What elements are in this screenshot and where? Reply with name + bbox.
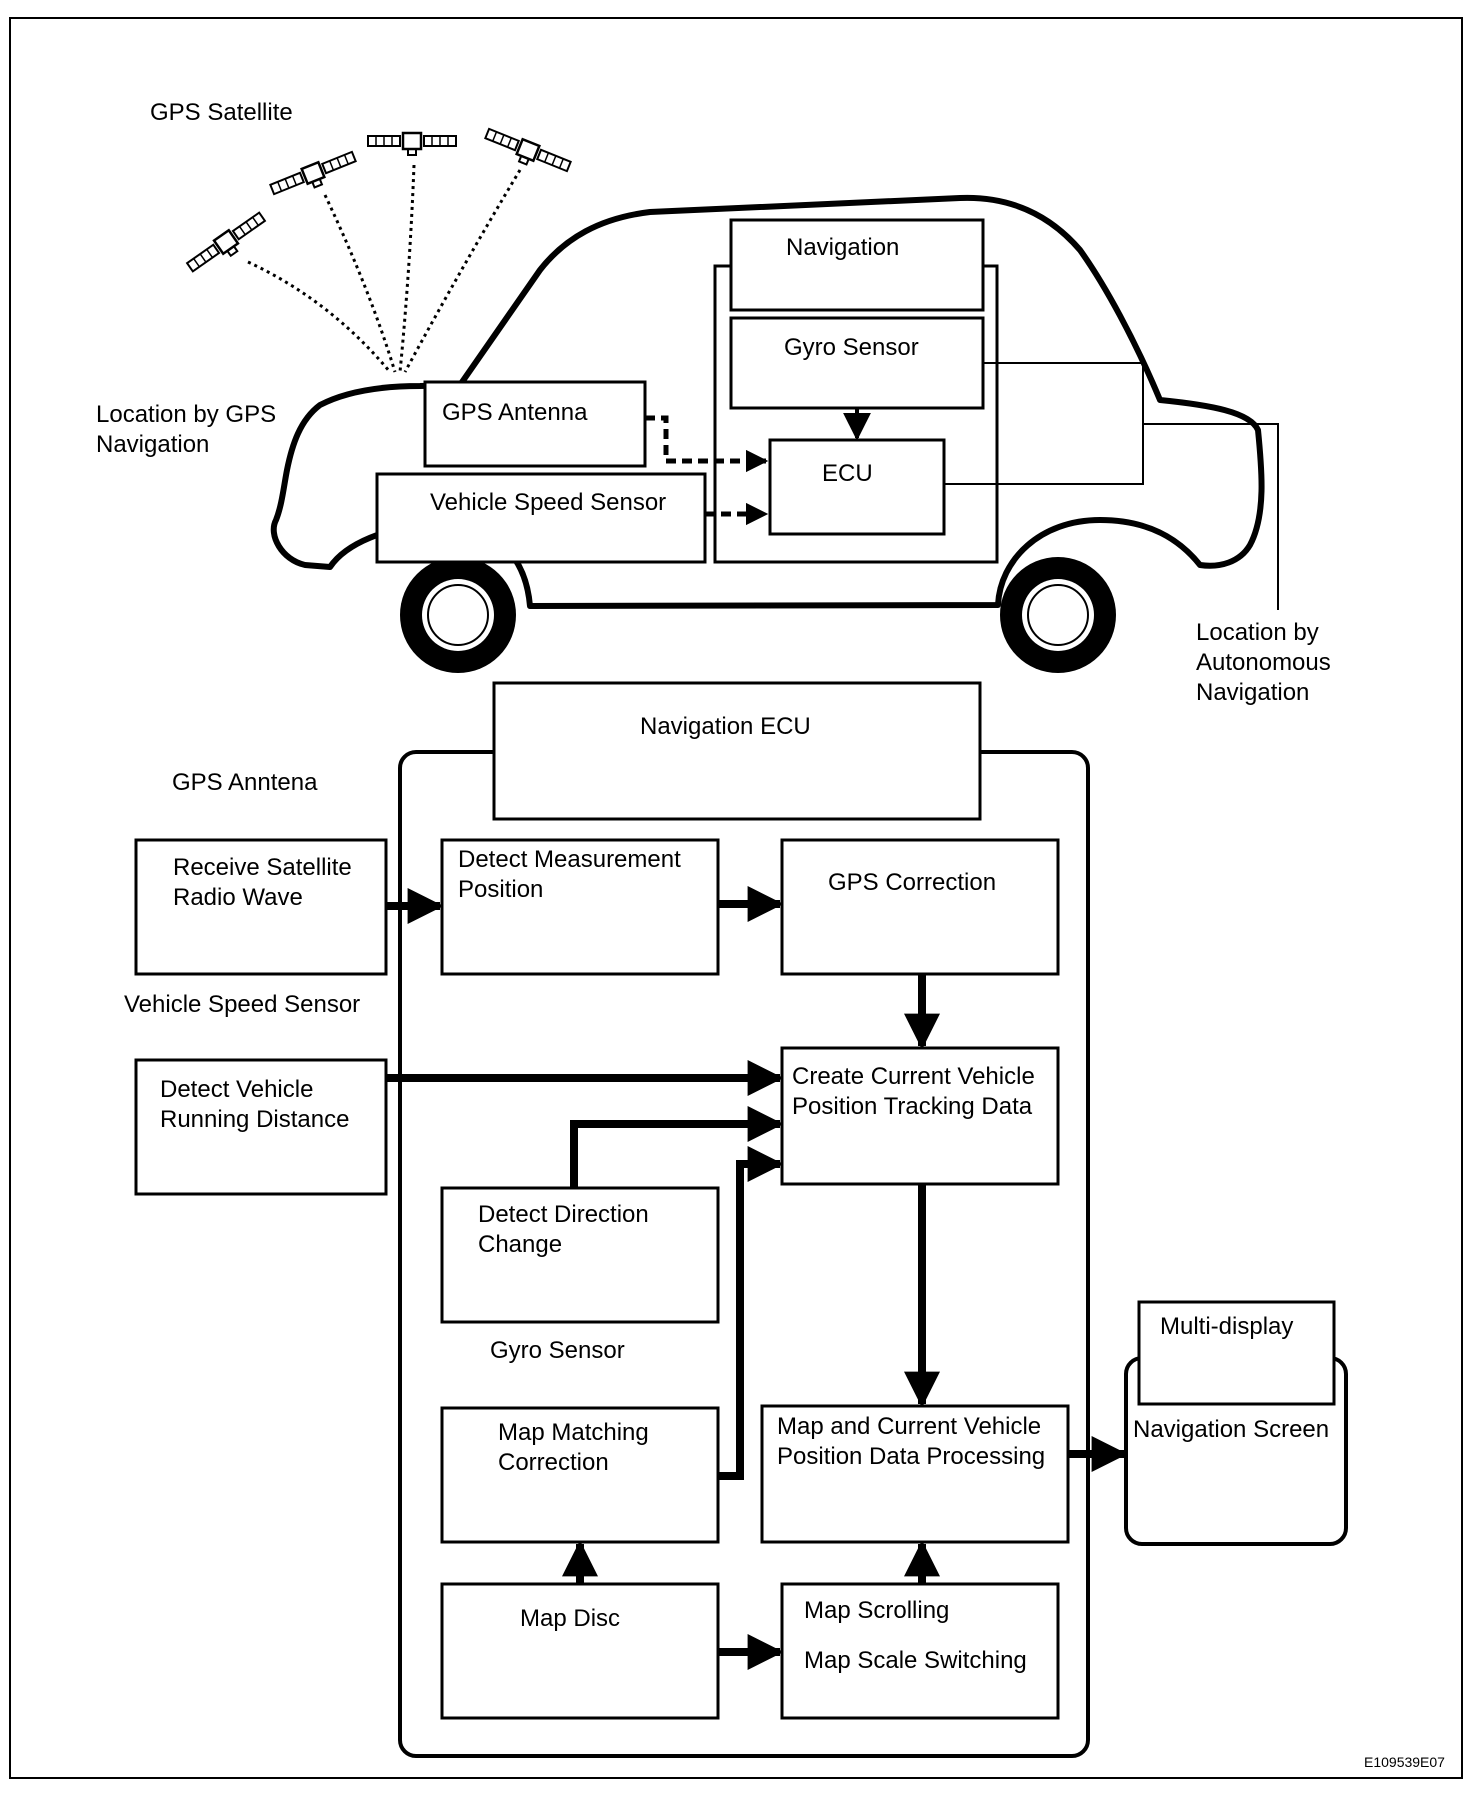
satellite-icon: [267, 147, 361, 204]
receive-satellite-line2: Radio Wave: [173, 884, 303, 911]
figure-id: E109539E07: [1364, 1754, 1445, 1770]
arrow-direction-to-tracking: [570, 1106, 784, 1188]
front-wheel: [1000, 557, 1116, 673]
gps-correction-label: GPS Correction: [828, 869, 997, 896]
create-tracking-line2: Position Tracking Data: [792, 1093, 1033, 1120]
vehicle-speed-sensor-label: Vehicle Speed Sensor: [430, 489, 667, 516]
radio-wave: [403, 169, 522, 373]
arrow-gps-antenna-to-ecu: [645, 415, 769, 473]
detect-measurement-box: [440, 838, 720, 976]
detect-direction-box: [440, 1186, 720, 1324]
map-matching-line2: Correction: [498, 1449, 609, 1476]
gps-antenna-box: [423, 380, 647, 468]
gyro-sensor-label: Gyro Sensor: [784, 334, 919, 361]
vehicle-speed-sensor-box: [375, 472, 707, 564]
multi-display-label: Multi-display: [1160, 1313, 1294, 1340]
rear-wheel: [400, 557, 516, 673]
navigation-box: [729, 218, 985, 312]
radio-wave: [398, 164, 416, 373]
gyro-sensor-box: [729, 316, 985, 410]
gps-satellite-label: GPS Satellite: [150, 99, 293, 126]
gps-anntena-label: GPS Anntena: [172, 769, 318, 796]
map-disc-box: [440, 1582, 720, 1720]
radio-wave: [247, 260, 392, 373]
detect-measurement-line2: Position: [458, 876, 544, 903]
location-autonomous-line3: Navigation: [1196, 679, 1310, 706]
satellite-icon: [366, 131, 458, 157]
detect-direction-line1: Detect Direction: [478, 1201, 649, 1228]
map-scale-label: Map Scale Switching: [804, 1647, 1027, 1674]
receive-satellite-box: [134, 838, 388, 976]
location-gps-label-line1: Location by GPS: [96, 401, 277, 428]
satellite-icon: [184, 208, 272, 280]
navigation-ecu-label: Navigation ECU: [640, 713, 811, 740]
gps-antenna-label: GPS Antenna: [442, 399, 588, 426]
gyro-sensor-label-bottom: Gyro Sensor: [490, 1337, 625, 1364]
location-gps-label-line2: Navigation: [96, 431, 210, 458]
vehicle-speed-sensor-label-bottom: Vehicle Speed Sensor: [124, 991, 361, 1018]
map-scrolling-box: [780, 1582, 1060, 1720]
location-autonomous-line1: Location by: [1196, 619, 1319, 646]
map-matching-line1: Map Matching: [498, 1419, 649, 1446]
navigation-ecu-title-box: [492, 681, 982, 821]
gps-satellites: [184, 124, 574, 373]
map-scrolling-label: Map Scrolling: [804, 1597, 950, 1624]
map-processing-line2: Position Data Processing: [777, 1443, 1046, 1470]
outer-frame: [9, 17, 1463, 1779]
detect-running-line1: Detect Vehicle: [160, 1076, 314, 1103]
ecu-label: ECU: [822, 460, 873, 487]
navigation-label: Navigation: [786, 234, 900, 261]
satellite-icon: [480, 124, 574, 181]
receive-satellite-line1: Receive Satellite: [173, 854, 352, 881]
detect-measurement-line1: Detect Measurement: [458, 846, 681, 873]
bracket-line: [1143, 423, 1279, 610]
multi-display-box: [1137, 1300, 1336, 1406]
radio-wave: [323, 194, 397, 373]
arrow-matching-to-tracking: [718, 1146, 784, 1480]
create-tracking-line1: Create Current Vehicle: [792, 1063, 1035, 1090]
map-processing-line1: Map and Current Vehicle: [777, 1413, 1042, 1440]
location-autonomous-line2: Autonomous: [1196, 649, 1331, 676]
map-processing-box: [760, 1404, 1070, 1544]
navigation-screen-label: Navigation Screen: [1133, 1416, 1330, 1443]
detect-direction-line2: Change: [478, 1231, 563, 1258]
detect-running-box: [134, 1058, 388, 1196]
ecu-box: [768, 438, 946, 536]
detect-running-line2: Running Distance: [160, 1106, 350, 1133]
gps-correction-box: [780, 838, 1060, 976]
map-disc-label: Map Disc: [520, 1605, 621, 1632]
